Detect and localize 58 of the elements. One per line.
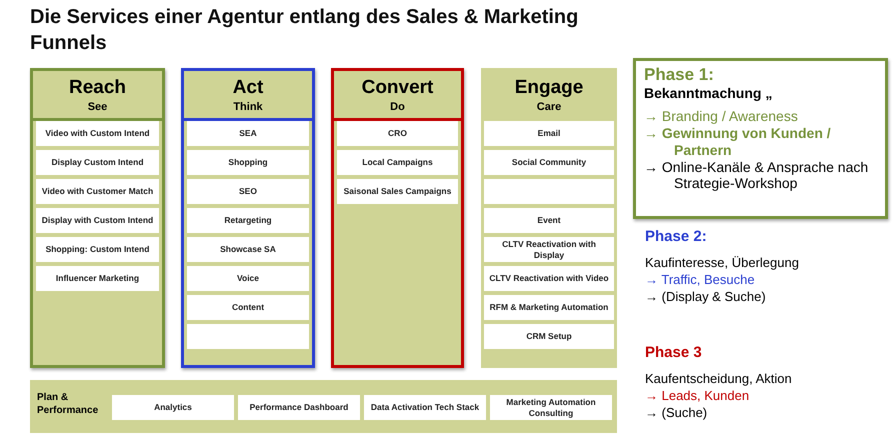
phase-text: Bekanntmachung „: [644, 85, 774, 102]
service-tile: Influencer Marketing: [36, 266, 159, 291]
phase-text: → (Suche): [645, 405, 708, 421]
funnel-column: [30, 68, 165, 368]
service-tile: CRM Setup: [484, 324, 614, 349]
service-tile: Local Campaigns: [337, 150, 458, 175]
phase-heading: Phase 3: [645, 344, 703, 362]
service-tile: Shopping: [187, 150, 309, 175]
service-tile: Data Activation Tech Stack: [364, 395, 486, 420]
phase-text: Kaufentscheidung, Aktion: [645, 371, 793, 387]
service-tile: Saisonal Sales Campaigns: [337, 179, 458, 204]
service-tile: Voice: [187, 266, 309, 291]
funnel-column: [331, 68, 464, 368]
service-tile: Event: [484, 208, 614, 233]
phase-text: → Leads, Kunden: [645, 388, 750, 404]
phase-text: → Traffic, Besuche: [645, 272, 756, 288]
column-heading: Act: [232, 77, 264, 99]
phase-text: Kaufinteresse, Überlegung: [645, 255, 800, 271]
column-heading: Reach: [68, 77, 128, 99]
service-tile: Analytics: [112, 395, 234, 420]
phase-heading: Phase 2:: [645, 228, 708, 246]
service-tile: Performance Dashboard: [238, 395, 360, 420]
service-tile: SEO: [187, 179, 309, 204]
column-heading: Engage: [514, 77, 584, 99]
service-tile: Showcase SA: [187, 237, 309, 262]
service-tile: Display Custom Intend: [36, 150, 159, 175]
service-tile: RFM & Marketing Automation: [484, 295, 614, 320]
diagram-title: Die Services einer Agentur entlang des Sales & Marketing Funnels: [30, 5, 580, 56]
phase-text: → Online-Kanäle & Ansprache nach Strategie-Workshop: [644, 158, 870, 192]
funnel-column: [181, 68, 315, 368]
service-tile: CLTV Reactivation with Display: [484, 237, 614, 262]
phase-text: → (Display & Suche): [645, 289, 767, 305]
column-subheading: Care: [536, 101, 562, 113]
funnel-column: [481, 68, 617, 368]
service-tile: Email: [484, 121, 614, 146]
phase-text: → Gewinnung von Kunden / Partnern: [644, 124, 832, 159]
empty-tile: [187, 324, 309, 349]
service-tile: Display with Custom Intend: [36, 208, 159, 233]
service-tile: Retargeting: [187, 208, 309, 233]
service-tile: Video with Custom Intend: [36, 121, 159, 146]
service-tile: Video with Customer Match: [36, 179, 159, 204]
column-heading: Convert: [360, 77, 434, 99]
phase-panel: [633, 58, 888, 219]
column-subheading: See: [86, 101, 108, 113]
phase-heading: Phase 1:: [644, 65, 715, 86]
service-tile: Shopping: Custom Intend: [36, 237, 159, 262]
empty-tile: [484, 179, 614, 204]
column-subheading: Do: [389, 101, 406, 113]
service-tile: Marketing Automation Consulting: [490, 395, 612, 420]
plan-band: [30, 380, 617, 433]
service-tile: SEA: [187, 121, 309, 146]
service-tile: Content: [187, 295, 309, 320]
band-heading: Plan & Performance: [37, 392, 100, 417]
service-tile: CLTV Reactivation with Video: [484, 266, 614, 291]
phase-text: → Branding / Awareness: [644, 108, 799, 125]
service-tile: CRO: [337, 121, 458, 146]
service-tile: Social Community: [484, 150, 614, 175]
column-subheading: Think: [232, 101, 264, 113]
